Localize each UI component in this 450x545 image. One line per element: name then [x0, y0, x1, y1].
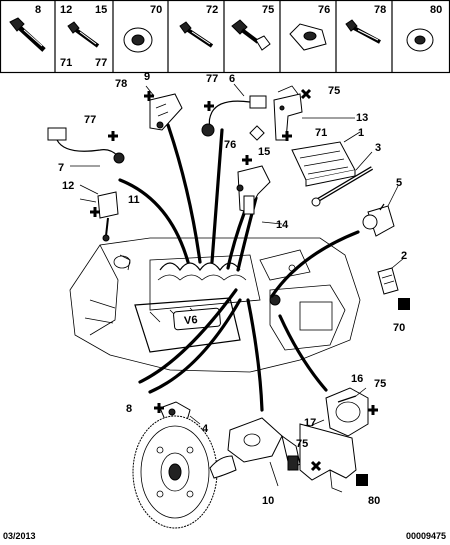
- harness-7[interactable]: [47, 127, 125, 164]
- callout-11: 11: [128, 194, 140, 206]
- square-marker-icon: [356, 474, 368, 486]
- header-label-8: 8: [35, 4, 41, 16]
- plus-icon: [108, 131, 118, 141]
- hex-nut-icon: [249, 125, 265, 141]
- leader-lines: [70, 83, 405, 487]
- sensor-16[interactable]: [325, 387, 369, 437]
- ecu-1[interactable]: [291, 141, 356, 187]
- callout-12: 12: [62, 180, 74, 192]
- callout-14: 14: [276, 219, 289, 231]
- header-label-76: 76: [318, 4, 330, 16]
- header-label-75: 75: [262, 4, 274, 16]
- fastener-header: 8 12 15 71 77 70 72 75: [0, 0, 450, 74]
- engine-badge: V6: [184, 314, 198, 327]
- callout-76: 76: [224, 139, 236, 151]
- callout-75: 75: [296, 438, 308, 450]
- nut-icon: [231, 19, 271, 51]
- callout-5: 5: [396, 177, 402, 189]
- bracket-13[interactable]: [273, 85, 303, 141]
- plus-icon: [282, 131, 292, 141]
- callout-77: 77: [84, 114, 96, 126]
- callout-6: 6: [229, 73, 235, 85]
- callout-4: 4: [202, 423, 209, 435]
- callout-10: 10: [262, 495, 274, 507]
- header-label-77: 77: [95, 57, 107, 69]
- sensor-6[interactable]: [201, 95, 267, 137]
- header-label-15: 15: [95, 4, 107, 16]
- connector-2[interactable]: [377, 267, 399, 295]
- flywheel[interactable]: [132, 415, 218, 529]
- washer-icon: [406, 28, 434, 52]
- header-label-72: 72: [206, 4, 218, 16]
- square-marker-icon: [398, 298, 410, 310]
- screw-icon: [179, 21, 214, 48]
- sensor-11[interactable]: [97, 191, 119, 242]
- engine-bay-illustration: V6: [69, 237, 361, 373]
- header-label-71: 71: [60, 57, 72, 69]
- callout-3: 3: [375, 142, 381, 154]
- callout-9: 9: [144, 71, 150, 83]
- footer-reference: 00009475: [405, 531, 446, 541]
- sensor-9[interactable]: [149, 93, 183, 131]
- callout-17: 17: [304, 417, 316, 429]
- callout-2: 2: [401, 250, 407, 262]
- header-label-12: 12: [60, 4, 72, 16]
- header-label-70: 70: [150, 4, 162, 16]
- callout-77: 77: [206, 73, 218, 85]
- callout-16: 16: [351, 373, 363, 385]
- washer-icon: [123, 27, 153, 53]
- callout-80: 80: [368, 495, 380, 507]
- screw-icon: [345, 19, 381, 44]
- callout-7: 7: [58, 162, 64, 174]
- sensor-14[interactable]: [236, 165, 271, 215]
- cross-icon: [300, 88, 312, 100]
- header-label-80: 80: [430, 4, 442, 16]
- header-label-78: 78: [374, 4, 386, 16]
- plus-icon: [204, 101, 214, 111]
- callout-75: 75: [328, 85, 340, 97]
- callout-78: 78: [115, 78, 127, 90]
- callout-71: 71: [315, 127, 327, 139]
- callout-15: 15: [258, 146, 270, 158]
- plus-icon: [154, 403, 164, 413]
- plus-icon: [90, 207, 100, 217]
- footer-date: 03/2013: [3, 531, 36, 541]
- callout-70: 70: [393, 322, 405, 334]
- plus-icon: [144, 91, 154, 101]
- screw-icon: [67, 21, 100, 48]
- cross-icon: [310, 460, 322, 472]
- callout-1: 1: [358, 127, 364, 139]
- sensor-5[interactable]: [362, 203, 395, 237]
- callout-8: 8: [126, 403, 132, 415]
- plus-icon: [242, 155, 252, 165]
- sensor-3[interactable]: [311, 166, 374, 207]
- callout-13: 13: [356, 112, 368, 124]
- callout-75: 75: [374, 378, 386, 390]
- wiring-leader-lines: [118, 123, 360, 412]
- flange-bolt-icon: [9, 17, 46, 52]
- plus-icon: [368, 405, 378, 415]
- clip-nut-icon: [289, 23, 327, 51]
- sensor-housing-10[interactable]: [209, 417, 301, 479]
